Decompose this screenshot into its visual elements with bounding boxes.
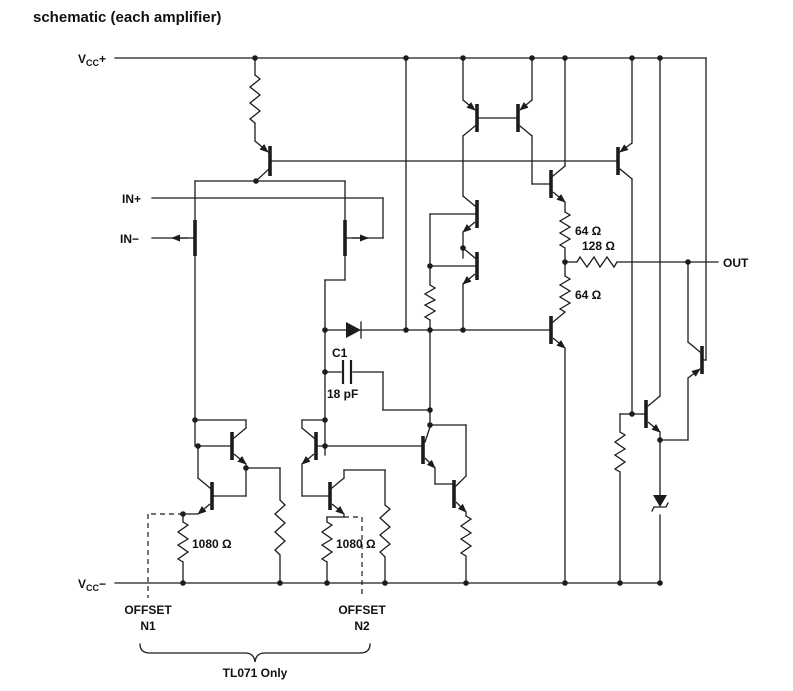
offset-n1-label: OFFSET (124, 603, 172, 617)
in-plus-label: IN+ (122, 192, 141, 206)
wires (114, 57, 719, 584)
offset-n2-label: OFFSET (338, 603, 386, 617)
emitter-arrows (171, 99, 701, 515)
page-title: schematic (each amplifier) (33, 9, 221, 26)
resistor-64-bottom (558, 275, 572, 313)
resistor-128 (576, 255, 618, 269)
offset-n1-pin-label: N1 (140, 619, 156, 633)
compensation-capacitor (341, 360, 353, 384)
out-label: OUT (723, 256, 749, 270)
vcc-minus-label: VCC− (78, 577, 106, 593)
mirror-resistor-right (378, 504, 392, 558)
second-stage-emitter-resistor (459, 515, 473, 557)
c1-label: C1 (332, 346, 348, 360)
diode (346, 321, 362, 339)
resistor-128-label: 128 Ω (582, 239, 615, 253)
offset-n2-pin-label: N2 (354, 619, 370, 633)
mirror-resistor-left (274, 499, 286, 556)
labels: VCC+ VCC− IN+ IN− OUT 64 Ω 128 Ω 64 Ω C1… (78, 52, 749, 680)
cascode-resistor (423, 284, 437, 321)
resistor-64-bottom-label: 64 Ω (575, 288, 602, 302)
offset-null-dashed-wires (147, 513, 363, 598)
vcc-plus-label: VCC+ (78, 52, 106, 68)
right-bias-resistor (613, 431, 627, 473)
resistor-64-top-label: 64 Ω (575, 224, 602, 238)
resistor-64-top (558, 211, 572, 249)
resistor-1080-right (320, 521, 334, 563)
in-minus-label: IN− (120, 232, 139, 246)
resistor-1080-left-label: 1080 Ω (192, 537, 232, 551)
bias-resistor (248, 74, 262, 124)
resistors (176, 74, 627, 563)
junction-dots (180, 55, 691, 586)
c1-value-label: 18 pF (327, 387, 358, 401)
resistor-1080-left (176, 521, 190, 563)
tl071-only-label: TL071 Only (223, 666, 288, 680)
tl071-brace (139, 643, 371, 663)
collector-leads (197, 125, 701, 489)
resistor-1080-right-label: 1080 Ω (336, 537, 376, 551)
zener-diode-icon (651, 495, 669, 512)
transistor-bars (193, 104, 704, 510)
